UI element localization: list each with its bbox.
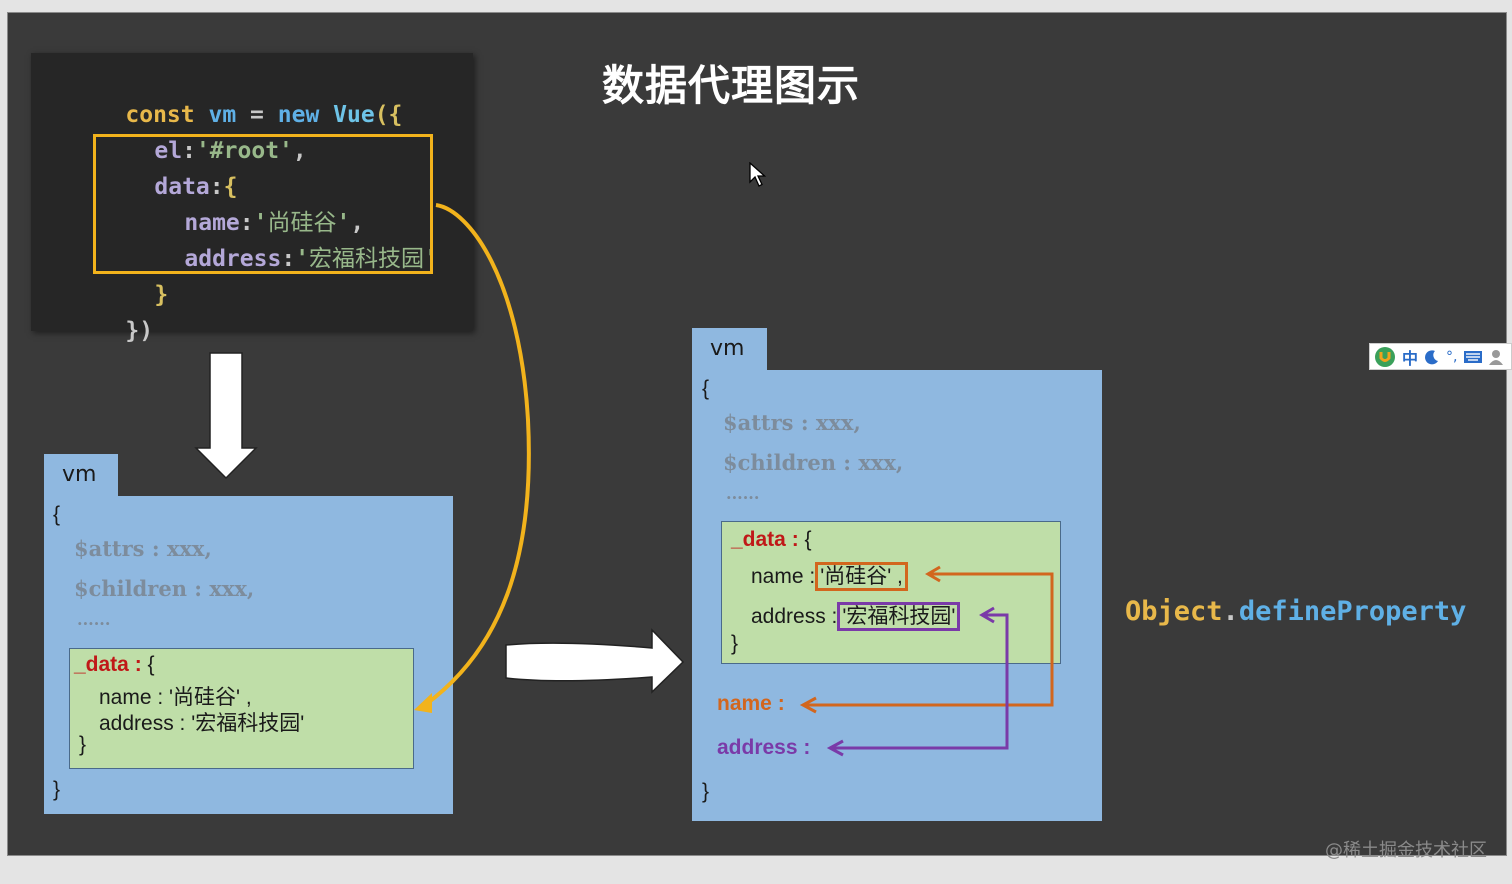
code-line-7: }) — [125, 318, 154, 344]
right-vm-close-brace: } — [702, 780, 710, 803]
yellow-curve-arrow — [423, 203, 531, 707]
down-arrow-icon — [194, 352, 258, 480]
watermark: @稀土掘金技术社区 — [1325, 840, 1487, 861]
user-icon[interactable] — [1489, 349, 1504, 365]
code-line-4: name:'尚硅谷', — [184, 210, 365, 236]
right-vm-children: $children : xxx, — [723, 450, 904, 475]
code-line-1: const vm = new Vue({ — [125, 102, 403, 128]
ime-logo-icon[interactable] — [1374, 346, 1396, 368]
proxy-address-key: address : — [717, 736, 811, 759]
chinese-mode-icon[interactable]: 中 — [1402, 348, 1419, 368]
orange-arrowhead-top-icon — [925, 565, 941, 583]
slide-title: 数据代理图示 — [602, 61, 861, 110]
code-line-6: } — [154, 282, 169, 308]
right-data-box: _data : { name :'尚硅谷' , address :'宏福科技园'… — [721, 521, 1061, 664]
left-data-name: name : '尚硅谷' , — [99, 686, 252, 709]
moon-icon[interactable] — [1424, 349, 1440, 365]
purple-arrowhead-bottom-icon — [826, 739, 844, 757]
punctuation-icon[interactable]: °, — [1446, 348, 1458, 365]
left-data-box: _data : { name : '尚硅谷' , address : '宏福科技… — [69, 648, 414, 769]
right-vm-attrs: $attrs : xxx, — [723, 410, 861, 435]
left-vm-close-brace: } — [53, 778, 61, 801]
keyboard-icon[interactable] — [1463, 350, 1483, 364]
ime-toolbar[interactable]: 中 °, — [1369, 343, 1512, 370]
code-line-5: address:'宏福科技园' — [184, 246, 438, 272]
address-value-box: '宏福科技园' — [837, 602, 961, 631]
right-data-name: name :'尚硅谷' , — [751, 560, 908, 591]
left-data-header: _data : { — [74, 653, 155, 676]
proxy-name-key: name : — [717, 692, 785, 715]
code-line-3: data:{ — [154, 174, 238, 200]
left-vm-tab: vm — [44, 454, 118, 498]
left-data-address: address : '宏福科技园' — [99, 712, 305, 735]
right-vm-tab: vm — [692, 328, 767, 372]
right-arrow-icon — [505, 628, 685, 694]
mouse-cursor-icon — [749, 162, 767, 187]
right-data-address: address :'宏福科技园' — [751, 600, 961, 631]
define-property-label: Object.defineProperty — [1125, 596, 1467, 627]
right-vm-ellipsis: ...... — [726, 484, 760, 503]
right-vm-open-brace: { — [702, 377, 710, 400]
code-panel: const vm = new Vue({ el:'#root', data:{ … — [31, 53, 473, 344]
orange-arrowhead-bottom-icon — [799, 696, 817, 714]
name-value-box: '尚硅谷' , — [815, 562, 908, 591]
yellow-arrowhead-icon — [414, 693, 432, 713]
orange-connector-line — [806, 572, 1054, 707]
purple-arrowhead-top-icon — [979, 606, 995, 624]
data-highlight-box — [93, 134, 433, 274]
right-data-header: _data : { — [731, 528, 812, 551]
left-vm-children: $children : xxx, — [74, 576, 255, 601]
left-vm-open-brace: { — [53, 503, 61, 526]
code-line-2: el:'#root', — [154, 138, 307, 164]
purple-connector-line — [833, 613, 1009, 750]
left-vm-ellipsis: ...... — [77, 610, 111, 629]
right-data-close: } — [731, 632, 739, 655]
left-data-close: } — [79, 733, 87, 756]
left-vm-attrs: $attrs : xxx, — [74, 536, 212, 561]
